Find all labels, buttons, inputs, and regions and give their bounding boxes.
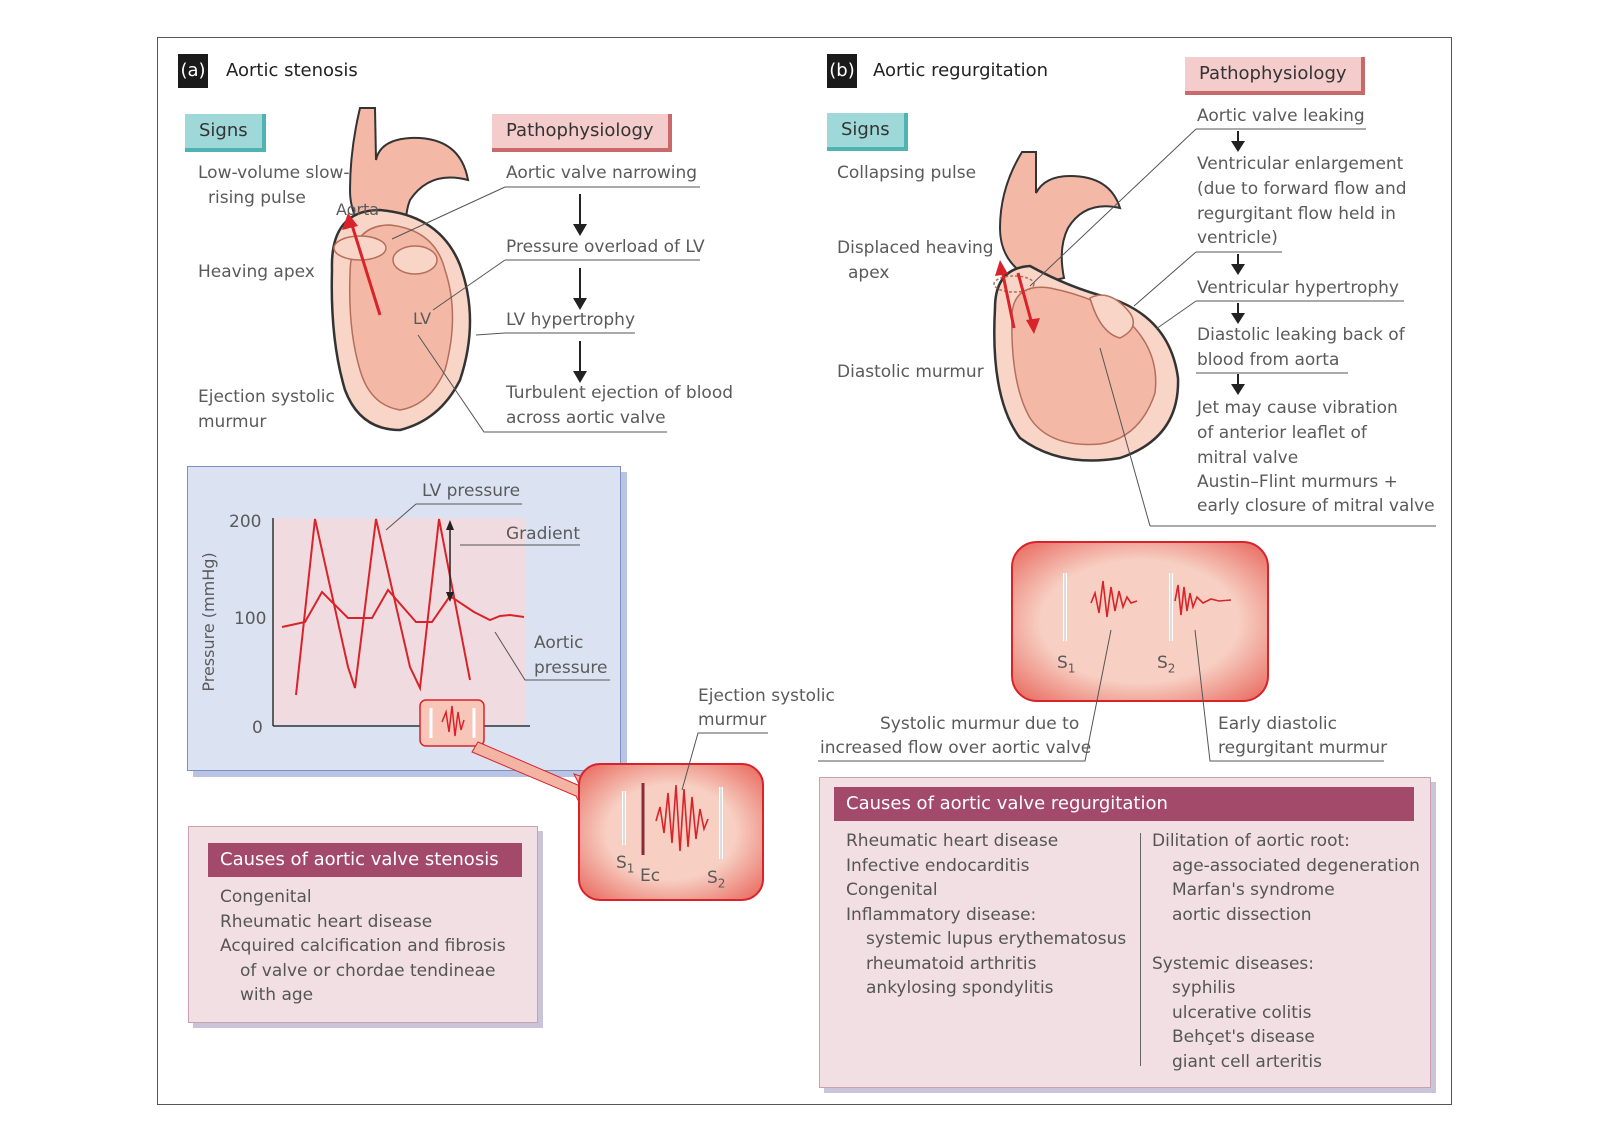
graph-aortic-pressure-label-2: pressure: [534, 658, 608, 678]
panel-a-title: Aortic stenosis: [226, 60, 358, 81]
panel-b-cause-left-3: Congenital: [846, 880, 938, 900]
panel-a-cause-3: Acquired calcification and fibrosis: [220, 936, 506, 956]
panel-b-patho-4: Diastolic leaking back of: [1197, 325, 1405, 345]
panel-b-sign-3: Diastolic murmur: [837, 362, 984, 382]
graph-ytick-0: 0: [252, 718, 263, 738]
panel-a-murmur-caption-2: murmur: [698, 710, 767, 730]
figure-frame: [157, 37, 1452, 1105]
panel-a-heart-diagram: [330, 107, 472, 432]
panel-b-letter: (b): [827, 54, 857, 88]
panel-b-cause-right-7: syphilis: [1172, 978, 1236, 998]
panel-b-cause-right-8: ulcerative colitis: [1172, 1002, 1312, 1023]
panel-b-cause-left-5: systemic lupus erythematosus: [866, 929, 1127, 949]
panel-b-patho-5: Jet may cause vibration: [1197, 398, 1398, 418]
panel-b-causes-right: Dilitation of aortic root: age-associate…: [1152, 829, 1420, 1074]
panel-b-patho-1: Aortic valve leaking: [1197, 106, 1365, 126]
panel-b-causes-divider: [1140, 833, 1141, 1066]
panel-b-murmur-s1: S1: [1057, 653, 1076, 676]
panel-a-signs-tag: Signs: [185, 114, 266, 152]
panel-a-cause-1: Congenital: [220, 887, 312, 907]
panel-b-systolic-caption-2: increased flow over aortic valve: [820, 738, 1092, 758]
panel-a-causes-list: Congenital Rheumatic heart disease Acqui…: [220, 885, 506, 1008]
panel-a-sign-1b: rising pulse: [208, 188, 306, 208]
panel-b-patho-6: Austin–Flint murmurs +: [1197, 472, 1398, 492]
panel-b-cause-right-spacer: [1152, 927, 1420, 952]
panel-a-sign-3: Ejection systolic: [198, 387, 335, 407]
panel-a-patho-4: Turbulent ejection of blood: [506, 383, 734, 403]
panel-a-sign-2: Heaving apex: [198, 262, 315, 282]
panel-a-lv-label: LV: [413, 309, 432, 328]
panel-b-murmur-trace: [1063, 573, 1232, 641]
panel-b-cause-right-2: age-associated degeneration: [1172, 855, 1420, 876]
panel-b-sign-1: Collapsing pulse: [837, 163, 977, 183]
panel-a-murmur-ec: Ec: [640, 866, 661, 886]
panel-b-cause-left-4: Inflammatory disease:: [846, 904, 1037, 925]
panel-b-patho-3: Ventricular hypertrophy: [1197, 278, 1399, 298]
panel-a-patho-2: Pressure overload of LV: [506, 237, 705, 257]
panel-b-murmur-box: [1011, 541, 1269, 702]
panel-a-sign-1: Low-volume slow-: [198, 163, 350, 183]
panel-b-patho-2c: regurgitant flow held in: [1197, 204, 1396, 224]
panel-b-patho-2b: (due to forward flow and: [1197, 179, 1407, 199]
panel-b-causes-title: Causes of aortic valve regurgitation: [834, 787, 1414, 821]
panel-b-title: Aortic regurgitation: [873, 60, 1049, 81]
panel-b-cause-right-10: giant cell arteritis: [1172, 1051, 1322, 1072]
panel-a-causes-title: Causes of aortic valve stenosis: [208, 843, 522, 877]
panel-b-cause-right-6: Systemic diseases:: [1152, 953, 1315, 974]
panel-b-sign-2: Displaced heaving: [837, 238, 994, 258]
panel-b-patho-4b: blood from aorta: [1197, 350, 1340, 370]
panel-b-murmur-s2: S2: [1157, 653, 1176, 676]
panel-b-cause-left-2: Infective endocarditis: [846, 855, 1030, 876]
panel-b-cause-left-1: Rheumatic heart disease: [846, 831, 1059, 851]
panel-b-sign-2b: apex: [848, 263, 890, 283]
panel-b-patho-6b: early closure of mitral valve: [1197, 496, 1435, 516]
panel-a-murmur-s1: S1: [616, 853, 635, 876]
panel-a-sign-3b: murmur: [198, 412, 267, 432]
lv-pressure-line: [295, 518, 471, 696]
panel-b-patho-2: Ventricular enlargement: [1197, 154, 1404, 174]
panel-b-causes-left: Rheumatic heart disease Infective endoca…: [846, 829, 1126, 1001]
panel-a-aorta-label: Aorta: [336, 200, 380, 219]
panel-a-cause-3c: with age: [240, 985, 314, 1005]
panel-b-patho-5c: mitral valve: [1197, 448, 1299, 468]
panel-a-murmur-trace: [622, 783, 723, 859]
panel-a-murmur-box: [578, 763, 764, 901]
panel-a-murmur-caption-1: Ejection systolic: [698, 686, 835, 706]
panel-b-patho-tag: Pathophysiology: [1185, 57, 1365, 95]
panel-a-patho-1: Aortic valve narrowing: [506, 163, 698, 183]
panel-a-patho-tag: Pathophysiology: [492, 114, 672, 152]
panel-b-cause-right-3: Marfan's syndrome: [1172, 880, 1335, 900]
panel-b-patho-5b: of anterior leaflet of: [1197, 423, 1367, 443]
graph-lv-pressure-label: LV pressure: [422, 481, 521, 501]
panel-b-signs-tag: Signs: [827, 113, 908, 151]
panel-a-cause-3b: of valve or chordae tendineae: [240, 960, 496, 981]
panel-b-heart-diagram: [993, 151, 1180, 462]
panel-b-patho-2d: ventricle): [1197, 228, 1278, 248]
panel-b-causes-box: [819, 777, 1431, 1088]
graph-ytick-200: 200: [229, 512, 262, 532]
panel-b-systolic-caption-1: Systolic murmur due to: [880, 714, 1080, 734]
panel-b-cause-right-4: aortic dissection: [1172, 904, 1312, 925]
graph-aortic-pressure-label-1: Aortic: [534, 633, 584, 653]
panel-b-diastolic-caption-1: Early diastolic: [1218, 714, 1337, 734]
panel-b-cause-right-1: Dilitation of aortic root:: [1152, 831, 1350, 851]
panel-a-patho-3: LV hypertrophy: [506, 310, 636, 330]
panel-a-murmur-s2: S2: [707, 868, 726, 891]
graph-gradient-label: Gradient: [506, 524, 580, 544]
aortic-pressure-line: [281, 588, 525, 628]
panel-a-cause-2: Rheumatic heart disease: [220, 911, 433, 932]
graph-ytick-100: 100: [234, 609, 267, 629]
panel-b-cause-right-9: Behçet's disease: [1172, 1027, 1315, 1047]
panel-a-patho-4b: across aortic valve: [506, 408, 666, 428]
panel-b-cause-left-7: ankylosing spondylitis: [866, 978, 1054, 998]
panel-b-cause-left-6: rheumatoid arthritis: [866, 953, 1037, 974]
panel-a-letter: (a): [178, 54, 208, 88]
panel-b-diastolic-caption-2: regurgitant murmur: [1218, 738, 1388, 758]
